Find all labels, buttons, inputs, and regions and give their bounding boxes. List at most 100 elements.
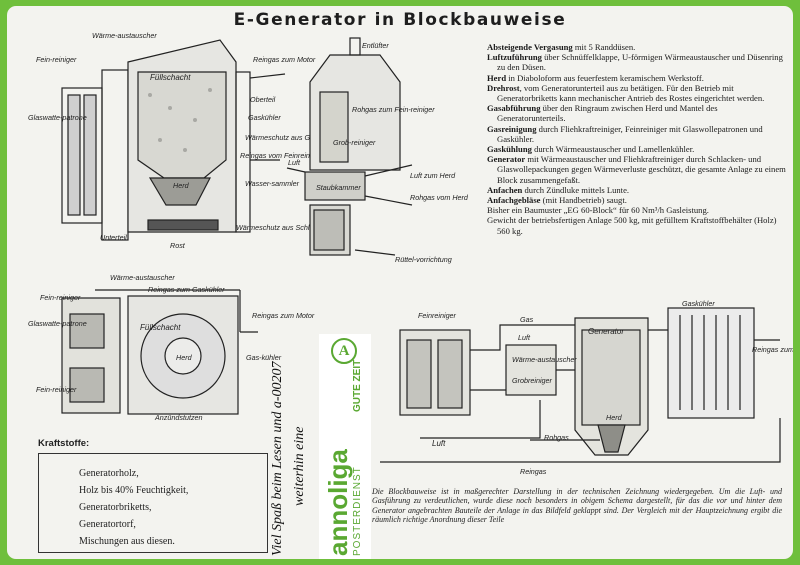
spec-item: Anfachen durch Zündluke mittels Lunte.	[487, 185, 787, 195]
label-herd: Herd	[606, 413, 623, 422]
label-luft: Luft	[518, 333, 531, 342]
spec-text: Gewicht der betriebsfertigen Anlage 500 …	[487, 215, 777, 236]
label-waermeaustauscher: Wärme-austauscher	[92, 31, 157, 40]
label-herd: Herd	[176, 353, 193, 362]
label-staubkammer: Staubkammer	[316, 183, 361, 192]
label-reingas-motor: Reingas zum Motor	[752, 345, 793, 354]
spec-term: Absteigende Vergasung	[487, 42, 573, 52]
fuel-item: Mischungen aus diesen.	[79, 536, 175, 547]
fuel-item: Generatorholz,	[79, 468, 139, 479]
label-gaskuehler: Gaskühler	[682, 299, 715, 308]
spec-item: Gasabführung über den Ringraum zwischen …	[487, 103, 787, 123]
label-reingas-gaskuehler: Reingas zum Gaskühler	[148, 285, 225, 294]
spec-term: Anfachen	[487, 184, 523, 195]
diagram-side-section: Wärme-austauscher Fein-reiniger Glaswatt…	[28, 31, 347, 250]
label-glaswatte: Glaswatte-patrone	[28, 319, 87, 328]
poster-sheet: E-Generator in Blockbauweise Absteigende…	[7, 6, 793, 559]
label-generator: Generator	[588, 327, 624, 336]
spec-item: Gasreinigung durch Fliehkraftreiniger, F…	[487, 124, 787, 144]
label-waermeschutz-schlacke: Wärmeschutz aus Schlacken-wolle	[236, 223, 347, 232]
label-rohgas-herd: Rohgas vom Herd	[410, 193, 469, 202]
label-luft: Luft	[288, 158, 301, 167]
spec-term: Herd	[487, 72, 507, 83]
seal-icon: A	[331, 338, 357, 364]
schema-waermeaustauscher	[505, 344, 557, 396]
spec-text: durch Fliehkraftreiniger, Feinreiniger m…	[497, 123, 763, 144]
promo-logo-word: annoliga	[323, 449, 353, 556]
label-waermeschutz-glaswatte: Wärmeschutz aus Glaswatte	[245, 133, 336, 142]
label-gas: Gas	[520, 315, 534, 324]
spec-term: Drehrost	[487, 82, 520, 93]
label-herd: Herd	[173, 181, 190, 190]
label-fuellschacht: Füllschacht	[140, 323, 181, 332]
caption-text: Die Blockbauweise ist in maßgerechter Da…	[372, 487, 782, 525]
label-rohgas: Rohgas	[544, 433, 569, 442]
fuel-item: Generatorbriketts,	[79, 502, 152, 513]
label-unterteil: Unterteil	[100, 233, 127, 242]
fuels-title: Kraftstoffe:	[38, 438, 90, 449]
label-fuellschacht: Füllschacht	[150, 73, 191, 82]
label-gaskuehler: Gas-kühler	[246, 353, 282, 362]
spec-term: Anfachgebläse	[487, 195, 541, 206]
spec-term: Gasabführung	[487, 103, 541, 114]
spec-item: Drehrost, vom Generatorunterteil aus zu …	[487, 83, 787, 103]
label-grobreiniger: Grob-reiniger	[333, 138, 376, 147]
page-title: E-Generator in Blockbauweise	[233, 10, 567, 30]
spec-item: Absteigende Vergasung mit 5 Randdüsen.	[487, 42, 787, 52]
fuels-box: Generatorholz, Holz bis 40% Feuchtigkeit…	[38, 453, 268, 553]
label-feinreiniger: Feinreiniger	[418, 311, 457, 320]
fuel-item: Holz bis 40% Feuchtigkeit,	[79, 485, 189, 496]
spec-text: durch Wärmeaustauscher und Lamellenkühle…	[531, 144, 695, 155]
label-anzuendstutzen: Anzündstutzen	[154, 413, 203, 422]
label-waermeaustauscher: Wärme-austauscher	[110, 273, 175, 282]
spec-text: mit 5 Randdüsen.	[572, 42, 636, 52]
label-glaswatte: Glaswatte-patrone	[28, 113, 87, 122]
label-reingas-motor: Reingas zum Motor	[253, 55, 316, 64]
label-luft-herd: Luft zum Herd	[410, 171, 456, 180]
label-feinreiniger: Fein-reiniger	[40, 293, 81, 302]
label-reingas: Reingas	[520, 467, 547, 476]
fuel-item: Generatortorf,	[79, 519, 136, 530]
promo-logo-sub: POSTERDIENST	[352, 466, 363, 556]
diagram-plan-view: Wärme-austauscher Reingas zum Gaskühler …	[28, 273, 315, 422]
label-entluefter: Entlüfter	[362, 41, 389, 50]
spec-item: Luftzuführung über Schnüffelklappe, U-fö…	[487, 52, 787, 72]
spec-item: Gaskühlung durch Wärmeaustauscher und La…	[487, 144, 787, 154]
spec-item: Herd in Diaboloform aus feuerfestem kera…	[487, 73, 787, 83]
label-wassersammler: Wasser-sammler	[245, 179, 300, 188]
spec-item: Gewicht der betriebsfertigen Anlage 500 …	[487, 215, 787, 235]
schema-gaskuehler	[667, 307, 755, 419]
spec-text: durch Zündluke mittels Lunte.	[522, 184, 630, 195]
spec-term: Gasreinigung	[487, 123, 537, 134]
spec-text: Bisher ein Baumuster „EG 60-Block“ für 6…	[487, 205, 709, 216]
spec-text: in Diaboloform aus feuerfestem keramisch…	[506, 72, 704, 83]
promo-badge: annoliga POSTERDIENST GUTE ZEIT A	[319, 334, 371, 559]
label-grobreiniger: Grobreiniger	[512, 376, 553, 385]
label-feinreiniger: Fein-reiniger	[36, 55, 77, 64]
spec-term: Gaskühlung	[487, 144, 532, 155]
spec-text: , vom Generatorunterteil aus zu betätige…	[497, 82, 765, 104]
spec-item: Bisher ein Baumuster „EG 60-Block“ für 6…	[487, 205, 787, 215]
promo-line-2: weiterhin eine	[292, 426, 307, 506]
label-rost: Rost	[170, 241, 186, 250]
label-gaskuehler: Gaskühler	[248, 113, 281, 122]
diagram-flow-schema: Feinreiniger Gaskühler Gas Generator Luf…	[380, 299, 793, 476]
label-oberteil: Oberteil	[250, 95, 276, 104]
spec-list: Absteigende Vergasung mit 5 Randdüsen.Lu…	[487, 42, 787, 236]
spec-text: über Schnüffelklappe, U-förmigen Wärmeau…	[497, 52, 783, 73]
promo-line-1: Viel Spaß beim Lesen und a-00207	[270, 361, 285, 556]
label-rohgas-fein: Rohgas zum Fein-reiniger	[352, 105, 435, 114]
spec-text: (mit Handbetrieb) saugt.	[540, 195, 627, 206]
spec-text: mit Wärmeaustauscher und Fliehkraftreini…	[497, 154, 786, 185]
label-feinreiniger-2: Fein-reiniger	[36, 385, 77, 394]
label-luft-2: Luft	[432, 439, 446, 448]
promo-slogan: GUTE ZEIT	[352, 359, 363, 412]
spec-term: Luftzuführung	[487, 52, 542, 63]
spec-term: Generator	[487, 154, 526, 165]
spec-text: über den Ringraum zwischen Herd und Mant…	[497, 103, 718, 124]
label-waermeaustauscher: Wärme-austauscher	[512, 355, 577, 364]
spec-item: Anfachgebläse (mit Handbetrieb) saugt.	[487, 195, 787, 205]
diagram-front-section: Entlüfter Rohgas zum Fein-reiniger Grob-…	[286, 37, 469, 264]
label-reingas-motor: Reingas zum Motor	[252, 311, 315, 320]
label-reingas-feinreiniger: Reingas vom Feinreiniger	[240, 151, 323, 160]
